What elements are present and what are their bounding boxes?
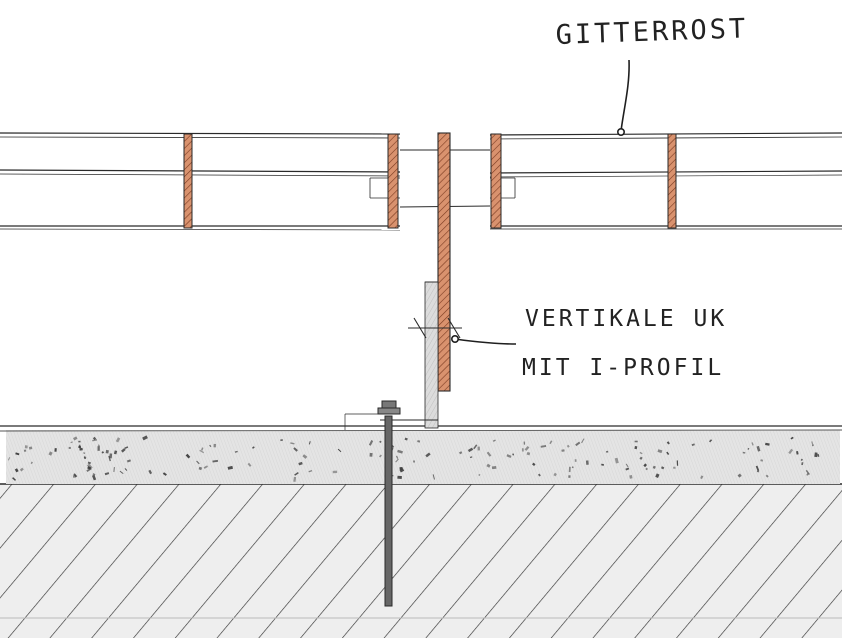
bearing-bar-1 <box>183 133 193 229</box>
anchor-bolt <box>377 400 401 607</box>
soil-layer <box>0 483 842 638</box>
grating <box>0 132 842 231</box>
grating-label: GITTERROST <box>555 13 749 51</box>
bearing-bar-4 <box>667 133 677 229</box>
substructure-label-line1: VERTIKALE UK <box>525 306 727 332</box>
vertical-i-profile <box>344 132 462 430</box>
concrete-layer <box>0 425 842 484</box>
bearing-bar-2 <box>387 133 399 229</box>
leader-lines <box>450 59 630 345</box>
bearing-bar-3 <box>490 133 502 229</box>
substructure-label-line2: MIT I-PROFIL <box>522 355 724 381</box>
profile-leader <box>454 338 517 345</box>
aggregate-speckles <box>7 435 820 482</box>
grating-leader <box>620 59 630 132</box>
bearing-bars <box>183 133 677 229</box>
